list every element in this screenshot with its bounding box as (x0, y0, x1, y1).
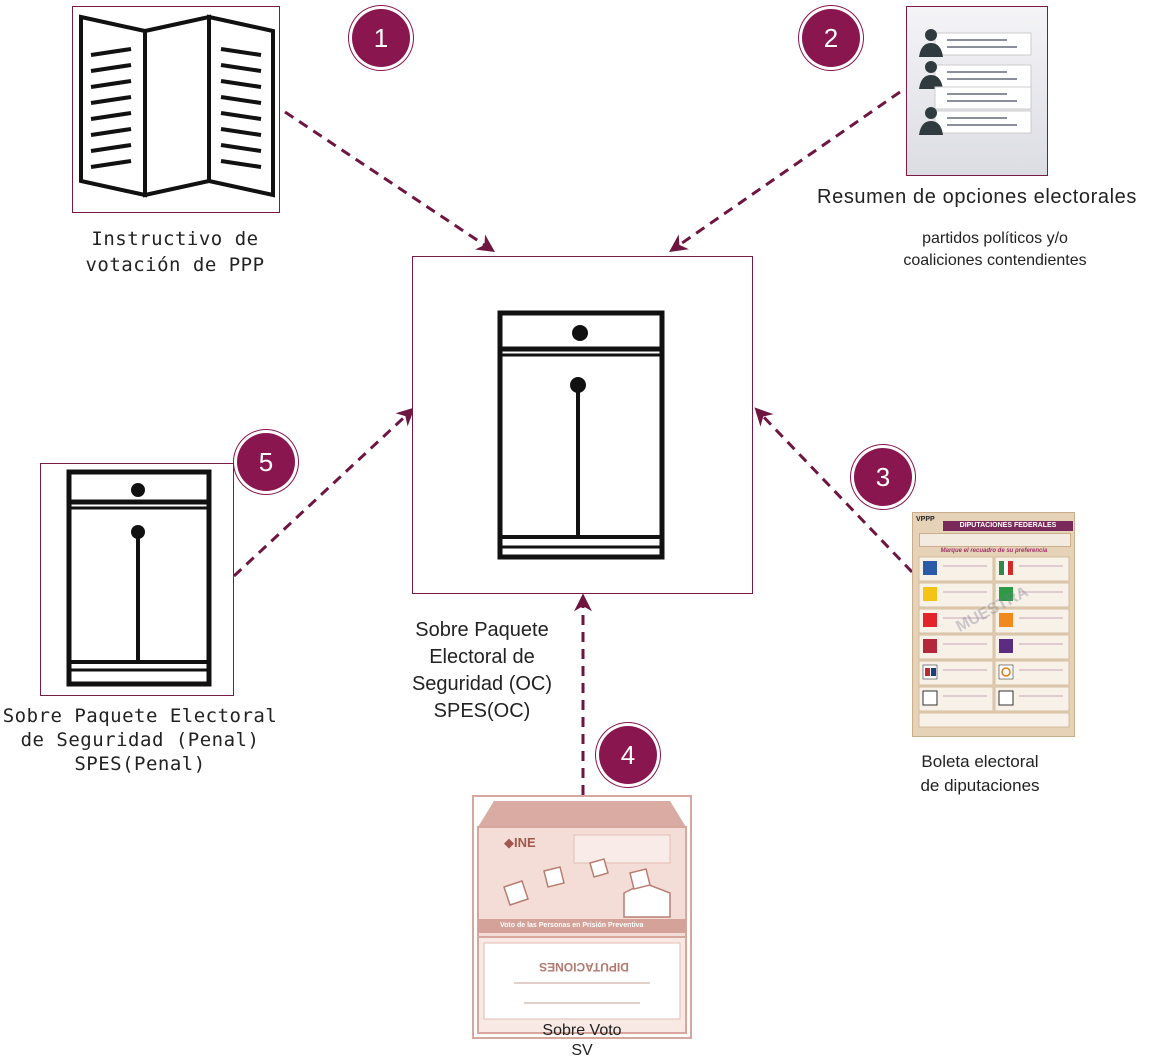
ballot-image: VPPP DIPUTACIONES FEDERALES Marque el re… (912, 512, 1075, 737)
security-envelope-icon (497, 310, 665, 560)
arrow-2 (669, 90, 901, 253)
security-envelope-icon (66, 469, 212, 687)
step-badge-2: 2 (802, 9, 860, 67)
vote-envelope-image (477, 801, 687, 1034)
resumen-box (906, 6, 1048, 176)
arrow-1 (284, 110, 495, 252)
step-badge-4: 4 (599, 726, 657, 784)
ballot-code: VPPP (916, 516, 935, 523)
sobre-voto-box: ◆INE Voto de las Personas en Prisión Pre… (472, 795, 692, 1039)
resumen-title: Resumen de opciones electorales (817, 186, 1137, 208)
ine-logo: ◆INE (504, 835, 536, 850)
envelope-band-text: Voto de las Personas en Prisión Preventi… (500, 922, 644, 929)
envelope-mirrored-title: DIPUTACIONES (539, 960, 629, 974)
step-badge-5: 5 (237, 433, 295, 491)
step-badge-3: 3 (854, 448, 912, 506)
ballot-instruction: Marque el recuadro de su preferencia (940, 548, 1048, 554)
ballot-party-grid (918, 556, 1070, 728)
candidate-list-icon (919, 29, 1032, 135)
arrow-5 (232, 407, 415, 578)
spes-penal-box (40, 463, 234, 696)
spes-oc-box (412, 256, 753, 594)
instructivo-box (72, 6, 280, 213)
ballot-title: DIPUTACIONES FEDERALES (943, 521, 1073, 531)
folded-leaflet-icon (79, 14, 275, 198)
step-badge-1: 1 (352, 9, 410, 67)
arrow-3 (754, 407, 914, 574)
